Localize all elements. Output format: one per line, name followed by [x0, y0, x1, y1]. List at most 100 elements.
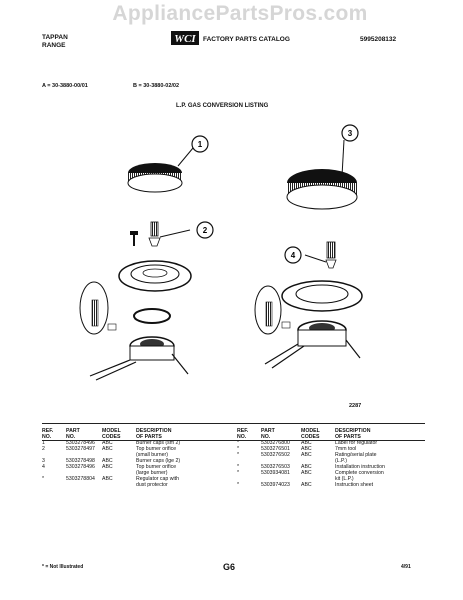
- model-code-cell: ABC: [102, 446, 113, 452]
- model-code-cell: ABC: [102, 464, 113, 470]
- description-line: Top burner orifice: [136, 464, 177, 470]
- description-line: Installation instruction: [335, 464, 385, 470]
- catalog-number: 5995208132: [360, 36, 397, 43]
- description-line: Burner caps (lge 2): [136, 458, 181, 464]
- burner-cap-small: [127, 163, 183, 193]
- description-line: kit (L.P.): [335, 476, 354, 482]
- ref-cell: 1: [42, 440, 45, 446]
- description-line: Burner caps (sm 2): [136, 440, 181, 446]
- ref-cell: *: [237, 452, 240, 458]
- orifice-tool-right: [254, 285, 291, 335]
- part-number-cell: 5303974023: [261, 482, 290, 488]
- ref-cell: 4: [42, 464, 45, 470]
- callout-1-label: 1: [198, 140, 203, 149]
- ref-cell: *: [42, 476, 45, 482]
- part-number-cell: 5303276503: [261, 464, 290, 470]
- catalog-title: FACTORY PARTS CATALOG: [203, 36, 290, 43]
- description-cell: 7mm tool: [335, 446, 427, 452]
- orifice-tool-left: [79, 281, 117, 335]
- part-number-cell: 5303278496: [66, 440, 95, 446]
- orifice-large: [325, 241, 337, 269]
- burner-head-right: [281, 280, 363, 312]
- ref-cell: *: [237, 440, 240, 446]
- burner-base-left: [89, 336, 189, 381]
- description-line: dust protector: [136, 482, 168, 488]
- exploded-parts-diagram: 1 2 3: [79, 124, 363, 381]
- description-cell: Burner caps (sm 2): [136, 440, 227, 446]
- burner-head-left: [118, 260, 192, 292]
- table-header-rule: [42, 440, 425, 441]
- part-number-cell: 5303276501: [261, 446, 290, 452]
- callout-2-label: 2: [203, 226, 208, 235]
- table-row: * 5303276800 ABC Label for regulator: [237, 440, 427, 446]
- listing-title: L.P. GAS CONVERSION LISTING: [176, 103, 269, 109]
- callout-4-label: 4: [291, 251, 296, 260]
- model-code-cell: ABC: [301, 446, 312, 452]
- description-line: (large burner): [136, 470, 168, 476]
- description-cell: Installation instruction: [335, 464, 427, 470]
- part-number-cell: 5303278497: [66, 446, 95, 452]
- model-code-cell: ABC: [301, 440, 312, 446]
- description-line: Label for regulator: [335, 440, 378, 446]
- part-number-cell: 5303278498: [66, 458, 95, 464]
- ref-cell: *: [237, 470, 240, 476]
- burner-base-right: [264, 320, 361, 369]
- part-number-cell: 5303934081: [261, 470, 290, 476]
- table-row: 4 5303278496 ABC Top burner orifice(large b…: [42, 464, 227, 476]
- description-cell: Instruction sheet: [335, 482, 427, 488]
- orifice-small: [148, 221, 161, 247]
- ref-cell: 3: [42, 458, 45, 464]
- revision-date: 4/91: [401, 564, 411, 570]
- model-code-cell: ABC: [301, 464, 312, 470]
- brand-block: TAPPAN RANGE: [42, 34, 68, 50]
- model-code-cell: ABC: [102, 440, 113, 446]
- brand-line-1: TAPPAN: [42, 34, 68, 41]
- wci-logo: WCI: [171, 31, 199, 45]
- description-line: Top burner orifice: [136, 446, 177, 452]
- logo-text: WCI: [174, 33, 196, 45]
- description-line: (L.P.): [335, 458, 348, 464]
- part-number-cell: 5303278804: [66, 476, 95, 482]
- ref-cell: *: [237, 464, 240, 470]
- model-code-cell: ABC: [301, 482, 312, 488]
- description-line: (small burner): [136, 452, 168, 458]
- description-cell: Label for regulator: [335, 440, 427, 446]
- screw: [130, 231, 138, 246]
- table-row: * 5303974023 ABC Instruction sheet: [237, 482, 427, 488]
- callout-4: 4: [284, 246, 302, 264]
- watermark: AppliancePartsPros.com: [112, 2, 368, 25]
- description-line: Regulator cap with: [136, 476, 179, 482]
- description-line: 7mm tool: [335, 446, 357, 452]
- table-top-rule: [42, 423, 425, 424]
- table-row: * 5303276501 ABC 7mm tool: [237, 446, 427, 452]
- description-line: Rating/serial plate: [335, 452, 377, 458]
- footnote: * = Not Illustrated: [42, 564, 84, 570]
- brand-line-2: RANGE: [42, 42, 66, 49]
- ref-cell: *: [237, 446, 240, 452]
- col-ref-header: REF.NO.: [42, 428, 54, 440]
- ref-cell: *: [237, 482, 240, 488]
- col-ref-header: REF.NO.: [237, 428, 249, 440]
- part-number-cell: 5303278496: [66, 464, 95, 470]
- table-row: 1 5303278496 ABC Burner caps (sm 2): [42, 440, 227, 446]
- page-number: G6: [223, 562, 236, 572]
- description-line: Instruction sheet: [335, 482, 374, 488]
- callout-3-label: 3: [348, 129, 353, 138]
- figure-number: 2287: [349, 403, 362, 409]
- description-cell: Top burner orifice(small burner): [136, 446, 227, 458]
- part-number-cell: 5303276800: [261, 440, 290, 446]
- burner-cap-large: [286, 169, 358, 210]
